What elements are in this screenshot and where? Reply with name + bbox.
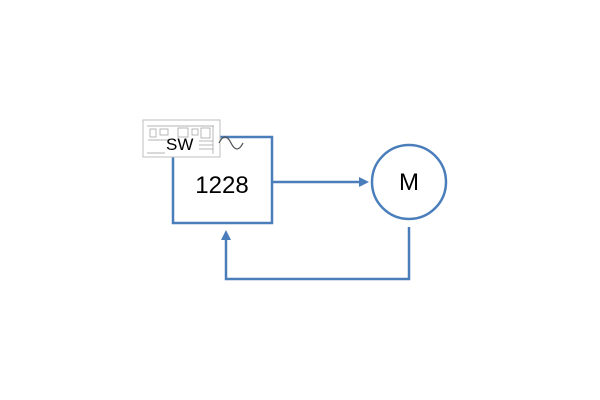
motor-label: M	[399, 169, 419, 196]
motor-block: M	[370, 143, 448, 221]
schematic-lines	[147, 125, 214, 154]
controller-block: 1228	[171, 135, 274, 225]
motor-circle	[370, 143, 448, 221]
controller-label: 1228	[195, 172, 248, 199]
software-thumbnail: SW	[142, 119, 244, 158]
feedback-arrow	[221, 227, 411, 281]
sine-wave-icon	[218, 136, 244, 150]
software-label: SW	[166, 135, 193, 154]
